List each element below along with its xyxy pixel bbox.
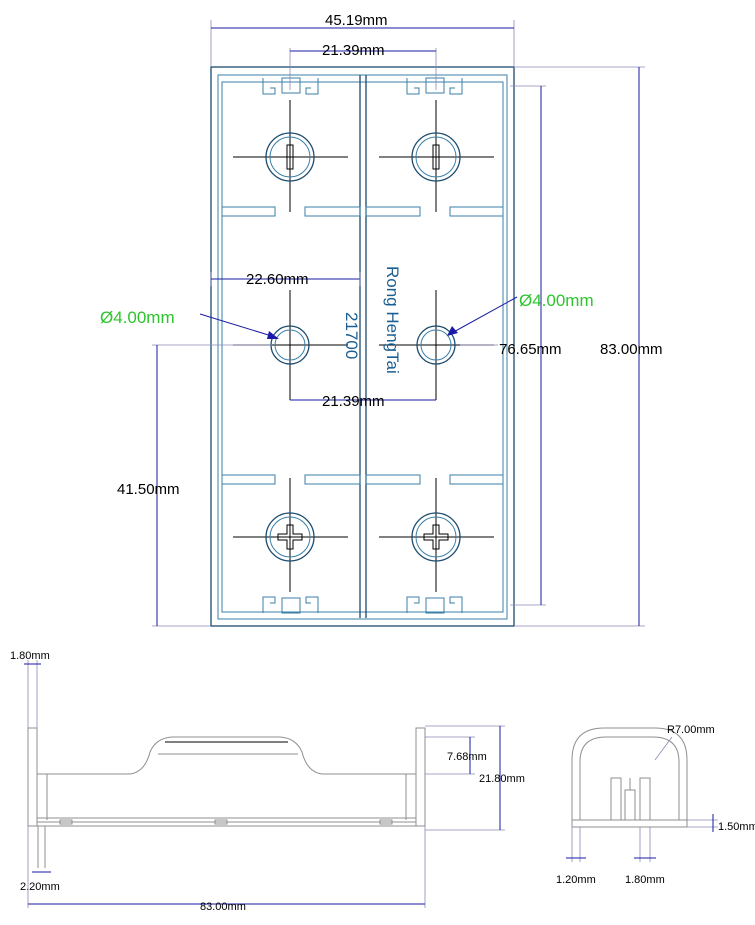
minus-terminal-right [379,100,494,212]
svg-text:1.80mm: 1.80mm [10,650,50,662]
svg-text:2.20mm: 2.20mm [20,881,60,893]
svg-text:83.00mm: 83.00mm [600,341,663,358]
callout-hole-left: Ø4.00mm [100,308,279,339]
side-profile [37,736,416,775]
brand-engraving: Rong HengTai [383,266,402,374]
svg-text:Ø4.00mm: Ø4.00mm [519,291,594,310]
dim-total-length: 83.00mm [514,66,663,627]
svg-text:41.50mm: 41.50mm [117,481,180,498]
svg-text:Ø4.00mm: Ø4.00mm [100,308,175,327]
svg-text:21.39mm: 21.39mm [322,393,385,410]
end-profile [571,727,688,826]
dim-base-offset: 1.50mm [687,814,755,833]
dim-width-total: 45.19mm [210,12,515,66]
dim-slot-width-b: 1.80mm [625,827,665,886]
dim-slot-width-a: 1.20mm [556,827,596,886]
dim-radius: R7.00mm [654,724,715,761]
dim-step-height: 7.68mm [425,736,487,775]
plus-terminal-right [379,478,494,592]
bottom-clip-right [406,596,463,614]
top-clip-right [406,77,463,95]
plus-terminal-left [233,478,348,592]
dim-hole-spacing-mid: 21.39mm [290,393,436,410]
side-view: 1.80mm 2.20mm 83.00mm 7.68mm 21.80mm [10,650,525,913]
end-view: R7.00mm 1.50mm 1.20mm 1.80mm [556,724,755,886]
svg-text:1.80mm: 1.80mm [625,874,665,886]
dim-wall-thickness: 1.80mm [10,650,50,728]
svg-text:22.60mm: 22.60mm [246,271,309,288]
model-engraving: 21700 [342,312,361,359]
dim-half-length: 41.50mm [117,344,272,627]
top-view: Rong HengTai 21700 45.19mm 21.39mm 22.60… [100,12,663,627]
svg-text:45.19mm: 45.19mm [325,12,388,29]
dim-inner-length: 76.65mm [460,85,562,606]
svg-text:83.00mm: 83.00mm [200,901,246,913]
top-clip-left [262,77,319,95]
dim-total-height: 21.80mm [425,725,525,831]
svg-text:21.80mm: 21.80mm [479,773,525,785]
svg-text:R7.00mm: R7.00mm [667,724,715,736]
holder-outline [210,66,515,627]
bottom-clip-left [262,596,319,614]
dim-hole-spacing-top: 21.39mm [289,42,437,90]
minus-terminal-left [233,100,348,212]
callout-hole-right: Ø4.00mm [447,291,594,336]
svg-text:21.39mm: 21.39mm [322,42,385,59]
svg-text:1.20mm: 1.20mm [556,874,596,886]
dim-side-length: 83.00mm [27,826,426,913]
svg-text:7.68mm: 7.68mm [447,751,487,763]
dim-inner-spacing: 22.60mm [210,271,361,288]
dim-bottom-thickness: 2.20mm [20,871,60,893]
mount-hole-right [379,290,494,400]
svg-text:76.65mm: 76.65mm [499,341,562,358]
svg-text:1.50mm: 1.50mm [718,821,755,833]
